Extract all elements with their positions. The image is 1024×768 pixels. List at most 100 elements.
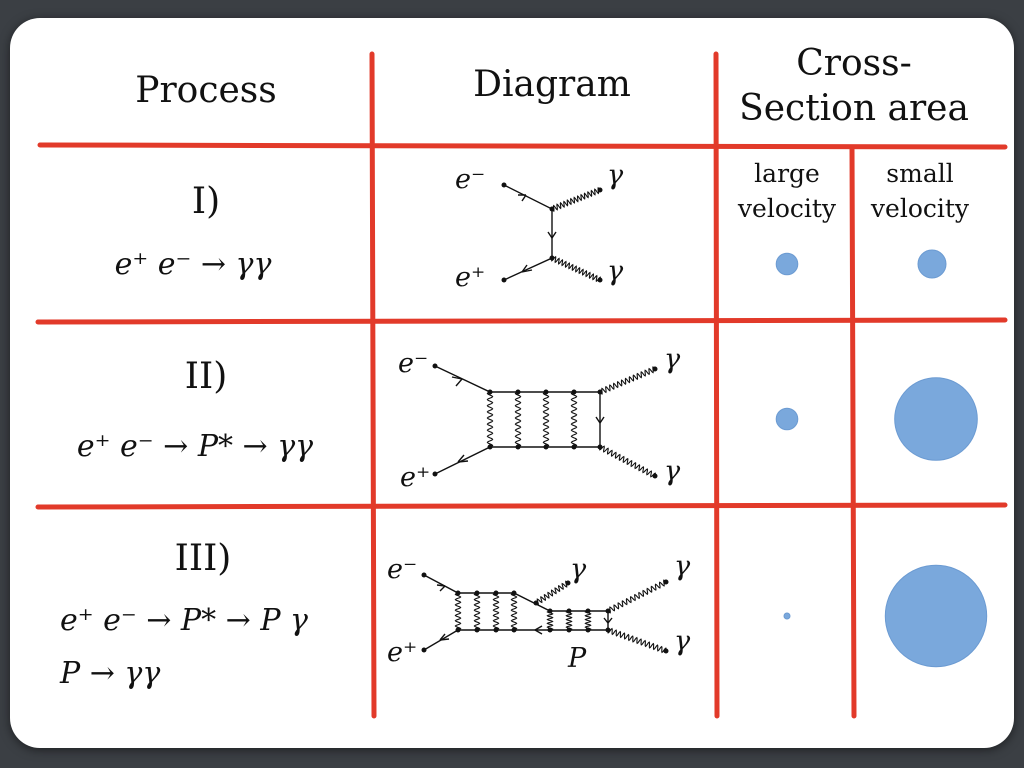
row3-vertex — [605, 627, 611, 633]
row2-fermion-line — [434, 365, 601, 475]
row1-arrow-internal — [547, 231, 557, 240]
row2-vertex — [571, 389, 577, 395]
row2-vertex — [515, 389, 521, 395]
row1-label-e-plus: e⁺ — [455, 262, 485, 293]
row2-label-gamma-top: γ — [664, 344, 681, 375]
row1-large-velocity-blob — [775, 252, 799, 276]
row3-number: III) — [175, 538, 232, 579]
row1-arrow-outgoing — [521, 264, 533, 273]
row3-vertex — [474, 590, 480, 596]
slide: Process Diagram Cross- Section area larg… — [10, 18, 1014, 748]
row2-vertex — [597, 444, 603, 450]
row3-gluon-rung — [510, 592, 518, 631]
row3-vertex — [455, 590, 461, 596]
row3-vertex — [511, 627, 517, 633]
row2-vertex — [571, 444, 577, 450]
row3-vertex — [565, 580, 571, 586]
row3-arrow-return — [534, 625, 543, 635]
row3-vertex — [421, 647, 427, 653]
row3-arrow-incoming — [436, 584, 446, 592]
header-process: Process — [135, 70, 277, 111]
row2-equation: e⁺ e⁻ → P* → γγ — [77, 429, 313, 464]
row3-gluon-rung — [546, 610, 554, 631]
row1-equation: e⁺ e⁻ → γγ — [115, 247, 272, 282]
row3-gluon-rung — [584, 610, 592, 631]
row1-feynman-diagram: e⁻ e⁺ γ γ — [455, 160, 624, 293]
row2-vertex — [652, 366, 658, 372]
row3-gluon-rung — [492, 592, 500, 631]
row3-vertex — [474, 627, 480, 633]
row2-arrow-internal — [595, 416, 605, 425]
table-svg: Process Diagram Cross- Section area larg… — [35, 43, 1008, 719]
row2-vertex — [487, 389, 493, 395]
row1-vertex — [501, 277, 507, 283]
row2-small-velocity-blob — [894, 377, 978, 461]
row1-vertex — [597, 277, 603, 283]
row3-vertex — [511, 590, 517, 596]
row1-label-gamma-top: γ — [607, 160, 624, 191]
row1-number: I) — [192, 181, 220, 222]
row2-label-e-plus: e⁺ — [400, 462, 430, 493]
row2-photon-top — [599, 366, 656, 395]
header-cross-line2: Section area — [739, 88, 969, 129]
row3-label-gamma-bottom: γ — [674, 626, 691, 657]
header-small-line2: velocity — [870, 194, 970, 223]
row3-gluon-rung — [565, 610, 573, 631]
row2-gluon-rung — [542, 391, 550, 448]
row3-vertex — [493, 590, 499, 596]
row3-small-velocity-blob — [884, 564, 988, 668]
row1-fermion-line — [503, 184, 553, 281]
row3-gluon-rung — [454, 592, 462, 631]
header-cross-line1: Cross- — [796, 43, 912, 84]
row1-photon-top — [551, 186, 601, 213]
row3-vertex — [455, 627, 461, 633]
row3-equation-1: e⁺ e⁻ → P* → P γ — [60, 603, 308, 638]
row3-arrow-internal — [603, 617, 613, 625]
row3-label-e-plus: e⁺ — [387, 637, 417, 668]
row3-vertex — [585, 627, 591, 633]
row3-vertex — [421, 572, 427, 578]
row3-vertex — [566, 627, 572, 633]
row1-small-velocity-blob — [917, 249, 947, 279]
row2-vertex — [487, 444, 493, 450]
row2-gluon-rung — [514, 391, 522, 448]
row3-label-p: P — [567, 643, 587, 674]
row1-arrow-incoming — [518, 194, 527, 202]
row2-gluon-rung — [570, 391, 578, 448]
row2-vertex — [432, 471, 438, 477]
row2-feynman-diagram: e⁻ e⁺ γ γ — [398, 344, 681, 493]
row2-large-velocity-blob — [775, 407, 799, 431]
row3-vertex — [605, 608, 611, 614]
header-large-line1: large — [754, 159, 820, 188]
row2-vertex — [652, 473, 658, 479]
grid-line-row1 — [35, 317, 1008, 325]
header-small-line1: small — [886, 159, 953, 188]
row3-vertex — [585, 608, 591, 614]
row3-vertex — [493, 627, 499, 633]
row2-vertex — [515, 444, 521, 450]
row3-vertex — [663, 579, 669, 585]
row2-vertex — [543, 389, 549, 395]
row2-number: II) — [185, 356, 228, 397]
row2-vertex — [432, 363, 438, 369]
grid-line-col1 — [369, 51, 377, 719]
row1-vertex — [597, 187, 603, 193]
row3-gluon-rung — [473, 592, 481, 631]
grid-line-col3 — [849, 144, 857, 719]
row3-vertex — [547, 627, 553, 633]
header-diagram: Diagram — [473, 64, 631, 105]
row3-label-gamma-top: γ — [674, 551, 691, 582]
row3-feynman-diagram: e⁻ e⁺ γ γ γ P — [387, 551, 691, 674]
row1-photon-bottom — [551, 255, 601, 283]
row3-vertex — [533, 600, 539, 606]
grid-line-col2 — [713, 51, 720, 719]
row3-vertex — [663, 648, 669, 654]
row3-photon-top — [607, 579, 667, 614]
row3-equation-2: P → γγ — [59, 656, 160, 691]
row3-photon-bottom — [607, 627, 667, 654]
row2-vertex — [543, 444, 549, 450]
row1-vertex — [501, 182, 507, 188]
grid-line-header — [37, 142, 1008, 150]
row3-photon-mid — [535, 580, 569, 606]
row2-label-e-minus: e⁻ — [398, 348, 428, 379]
